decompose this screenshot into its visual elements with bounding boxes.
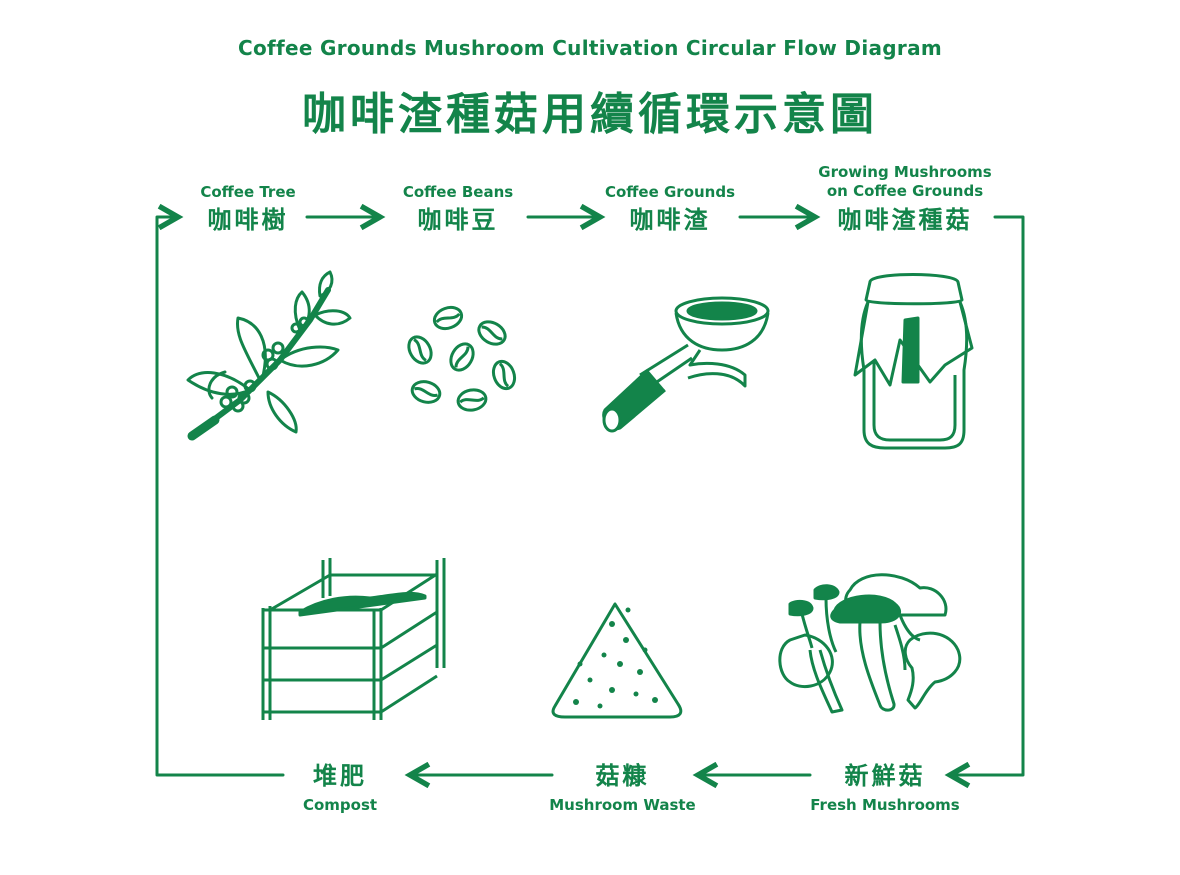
- loop-left-line: [155, 217, 285, 777]
- coffee-beans-icon: [407, 305, 517, 412]
- title-english: Coffee Grounds Mushroom Cultivation Circ…: [237, 36, 943, 60]
- fresh-mushrooms-icon: [778, 573, 962, 714]
- label-growing-mushrooms-en: Growing Mushrooms on Coffee Grounds: [800, 163, 1010, 201]
- label-mushroom-waste-en: Mushroom Waste: [549, 796, 696, 814]
- label-coffee-tree-zh: 咖啡樹: [207, 206, 289, 234]
- loop-right-line: [950, 215, 1025, 775]
- label-growing-mushrooms-en-line1: Growing Mushrooms: [818, 163, 992, 181]
- coffee-branch-icon: [186, 270, 352, 441]
- label-coffee-beans-en: Coffee Beans: [402, 183, 514, 201]
- portafilter-icon: [602, 296, 770, 433]
- label-fresh-mushrooms-en: Fresh Mushrooms: [810, 796, 960, 814]
- title-chinese: 咖啡渣種菇用續循環示意圖: [302, 89, 878, 140]
- label-compost-zh: 堆肥: [313, 762, 367, 790]
- label-compost-en: Compost: [302, 796, 378, 814]
- label-coffee-tree-en: Coffee Tree: [200, 183, 296, 201]
- compost-crate-icon: [261, 558, 446, 720]
- waste-pile-icon: [551, 602, 683, 719]
- label-mushroom-waste-zh: 菇糠: [595, 762, 650, 790]
- label-growing-mushrooms-en-line2: on Coffee Grounds: [826, 182, 984, 200]
- label-coffee-grounds-en: Coffee Grounds: [604, 183, 736, 201]
- label-fresh-mushrooms-zh: 新鮮菇: [844, 762, 926, 790]
- label-growing-mushrooms-zh: 咖啡渣種菇: [837, 206, 973, 234]
- mushroom-jar-icon: [853, 273, 974, 450]
- label-coffee-grounds-zh: 咖啡渣: [629, 206, 711, 234]
- label-coffee-beans-zh: 咖啡豆: [417, 206, 499, 234]
